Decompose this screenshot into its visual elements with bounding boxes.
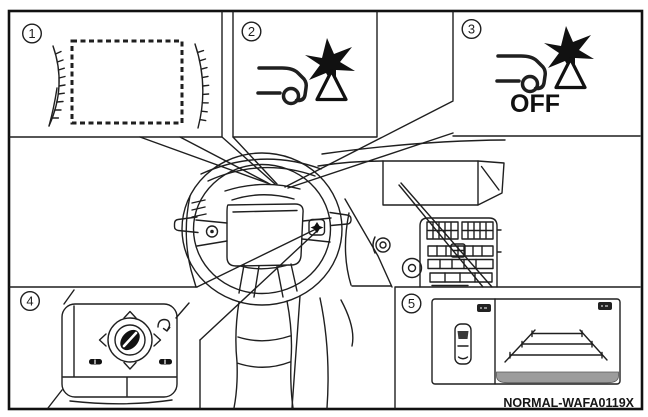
control-dial-outer <box>107 317 153 363</box>
callout-numbers: 1 2 3 4 5 <box>20 19 482 314</box>
center-console-outline <box>419 217 502 288</box>
steering-wheel-multifunction-switch-icon <box>47 289 190 409</box>
console-knob <box>401 257 423 279</box>
audio-row-1-dividers <box>436 245 483 257</box>
console-cross-button <box>450 243 466 258</box>
figure-border <box>7 9 644 411</box>
arrow-left-icon <box>98 333 107 347</box>
back-arrow-icon <box>157 318 171 332</box>
steering-wheel-inner-rim <box>192 163 332 295</box>
parking-monitor-display-icon <box>431 298 621 385</box>
callout-box-1-frame <box>9 11 223 138</box>
callout-5-circle <box>401 293 422 314</box>
audio-button-row-1 <box>427 245 494 257</box>
callout-4-number: 4 <box>26 294 33 309</box>
dash-left-contour <box>185 195 207 288</box>
console-cross-lines <box>452 245 464 256</box>
callout-1-circle <box>22 23 43 44</box>
callout-2-number: 2 <box>248 24 255 39</box>
arrow-right-icon <box>153 333 162 347</box>
fcw-off-label: OFF <box>510 90 560 118</box>
callout-4-circle <box>20 291 41 312</box>
display-dashed-outline <box>70 39 184 125</box>
right-vent <box>461 221 494 240</box>
arrow-up-icon <box>123 310 137 319</box>
steering-wheel-outer-rim <box>181 152 343 306</box>
icon-car-wheel <box>281 86 301 106</box>
switch-pad-sections <box>62 305 177 397</box>
birdview-car-windshield <box>457 331 469 339</box>
instrument-hood <box>200 158 322 182</box>
dash-top-edge <box>317 160 384 167</box>
callout-box-4-frame <box>9 286 201 409</box>
left-gauge-arc-thick <box>48 87 58 127</box>
windshield-base-line <box>321 139 506 155</box>
callout-box-5-frame <box>394 286 641 409</box>
ignition-bezel <box>372 236 376 254</box>
audio-row-2-dividers <box>439 258 477 270</box>
rearview-line-endcaps <box>509 330 603 359</box>
ignition-button <box>375 237 391 253</box>
birdview-car-body <box>454 323 472 365</box>
callout-1-number: 1 <box>28 26 35 41</box>
dash-right-contour <box>344 198 393 288</box>
switch-pad-outline <box>61 303 178 398</box>
callout-3-number: 3 <box>468 22 475 37</box>
switch-context-lines <box>47 289 190 409</box>
leader-line-5 <box>398 182 493 288</box>
audio-row-3-dividers <box>444 272 476 283</box>
icon-car-body <box>257 66 308 103</box>
figure-code: NORMAL-WAFA0119X <box>503 396 634 410</box>
audio-button-row-3 <box>429 272 493 283</box>
callout-3-circle <box>461 19 482 40</box>
control-dial-inner <box>114 324 146 356</box>
left-spoke-button <box>205 225 219 238</box>
4way-switch-star-icon <box>310 222 324 234</box>
callout-5-number: 5 <box>408 296 415 311</box>
right-spoke-4way-switch <box>308 218 326 236</box>
left-vent <box>426 221 459 240</box>
instrument-cluster-display-icon <box>48 39 210 129</box>
center-display-side <box>477 160 505 206</box>
left-spoke-button-dot <box>210 229 214 234</box>
rearview-bumper-shade <box>496 371 619 384</box>
under-dash-lines <box>291 295 354 409</box>
arrow-down-icon <box>123 361 137 370</box>
callout-2-circle <box>241 21 262 42</box>
forward-collision-warning-indicator-icon <box>256 38 355 106</box>
ignition-button-center <box>379 241 387 249</box>
audio-button-row-2 <box>427 258 494 270</box>
dashboard-illustration <box>173 139 506 409</box>
rearview-distance-lines <box>509 332 603 356</box>
left-gauge-ticks <box>51 50 66 119</box>
monitor-screen <box>431 298 621 385</box>
callout-box-2-frame <box>232 11 378 138</box>
console-knob-center <box>407 263 417 273</box>
left-stalk <box>173 216 199 234</box>
center-display <box>382 160 479 206</box>
steering-column <box>233 300 294 409</box>
callout-box-3-frame <box>452 11 641 137</box>
vent-grille-lines <box>427 222 493 239</box>
meter-cluster-through-wheel <box>224 183 301 201</box>
control-dial-knob-slot <box>122 331 138 348</box>
right-gauge-ticks <box>196 49 210 122</box>
icon-warning-triangle <box>315 69 348 102</box>
icon-collision-star <box>305 38 355 90</box>
birdview-car-details <box>457 345 469 360</box>
leader-line-1 <box>139 136 271 185</box>
